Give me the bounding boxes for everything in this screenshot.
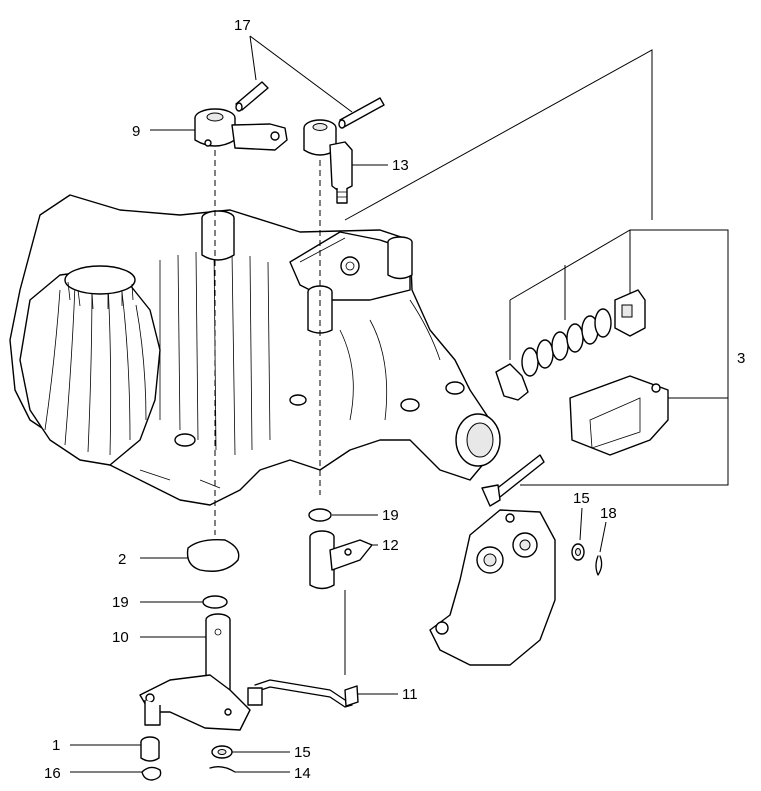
part-2-seal <box>140 538 240 572</box>
callout-15-lower: 15 <box>294 744 311 761</box>
part-17-pins <box>235 35 385 129</box>
callout-16: 16 <box>44 765 61 782</box>
callout-19-lower: 19 <box>112 594 129 611</box>
part-18-cotter-pin <box>595 521 607 576</box>
callout-13: 13 <box>392 157 409 174</box>
part-10-shaft-arm <box>139 613 251 731</box>
part-12-lever <box>309 530 378 675</box>
part-1-bushing <box>70 736 160 762</box>
part-9-control-arm <box>150 108 288 151</box>
callout-15-right: 15 <box>573 490 590 507</box>
callout-3: 3 <box>737 350 745 367</box>
part-14-cotter-pin <box>209 766 290 773</box>
callout-18: 18 <box>600 505 617 522</box>
part-15-washer-lower <box>211 745 290 759</box>
part-19-oring-lower <box>140 595 228 609</box>
part-13-arm <box>303 119 388 204</box>
callout-labels: 17 9 13 3 15 18 19 12 2 19 10 11 1 15 16… <box>44 17 745 782</box>
assembly-leader <box>344 49 653 221</box>
part-19-oring-upper <box>308 508 378 522</box>
callout-12: 12 <box>382 537 399 554</box>
callout-9: 9 <box>132 123 140 140</box>
part-11-link-rod <box>247 679 398 708</box>
callout-10: 10 <box>112 629 129 646</box>
callout-1: 1 <box>52 737 60 754</box>
callout-19-upper: 19 <box>382 507 399 524</box>
callout-17: 17 <box>234 17 251 34</box>
part-16-clip <box>70 766 162 781</box>
callout-11: 11 <box>402 686 418 703</box>
part-15-washer-right <box>571 507 585 561</box>
side-cover <box>429 509 556 666</box>
callout-2: 2 <box>118 551 126 568</box>
part-3-detent-assembly <box>481 229 729 507</box>
callout-14: 14 <box>294 765 311 782</box>
transaxle-housing <box>9 194 501 506</box>
